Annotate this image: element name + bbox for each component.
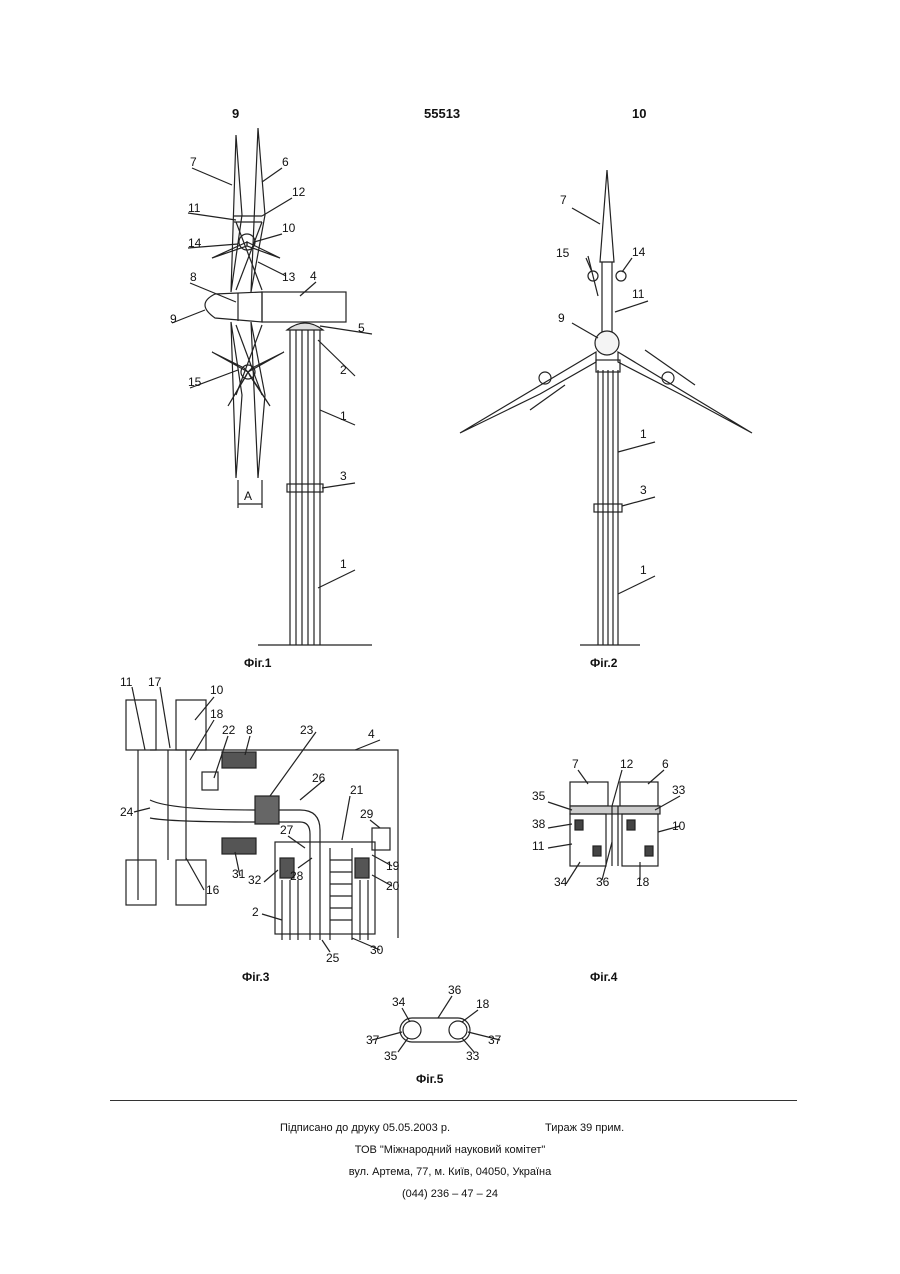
fig1-label-12: 12 — [292, 185, 306, 199]
fig4-label-36: 36 — [596, 875, 610, 889]
fig5-label-33: 33 — [466, 1049, 480, 1063]
fig3-label-26: 26 — [312, 771, 326, 785]
fig3-label-17: 17 — [148, 675, 162, 689]
fig3-label-27: 27 — [280, 823, 294, 837]
fig3-drawing — [126, 687, 398, 952]
fig3-label-19: 19 — [386, 859, 400, 873]
fig1-caption: Фіг.1 — [244, 656, 271, 670]
patent-drawings: 7 6 12 11 10 14 13 4 8 9 5 2 15 1 3 1 A … — [0, 0, 900, 1100]
fig5-label-34: 34 — [392, 995, 406, 1009]
fig1-label-15: 15 — [188, 375, 202, 389]
fig1-label-3: 3 — [340, 469, 347, 483]
fig3-label-24: 24 — [120, 805, 134, 819]
fig4-drawing — [548, 770, 680, 884]
fig3-label-10: 10 — [210, 683, 224, 697]
fig5-label-36: 36 — [448, 983, 462, 997]
fig2-label-9: 9 — [558, 311, 565, 325]
fig1-label-7: 7 — [190, 155, 197, 169]
fig3-label-16: 16 — [206, 883, 220, 897]
fig2-labels: 7 15 14 11 9 1 3 1 — [556, 193, 647, 577]
fig1-label-10: 10 — [282, 221, 296, 235]
fig3-label-25: 25 — [326, 951, 340, 965]
fig5-label-18: 18 — [476, 997, 490, 1011]
fig3-label-30: 30 — [370, 943, 384, 957]
fig2-label-14: 14 — [632, 245, 646, 259]
fig1-label-11: 11 — [188, 201, 201, 215]
fig2-label-7: 7 — [560, 193, 567, 207]
fig5-label-37b: 37 — [488, 1033, 502, 1047]
fig5-label-37a: 37 — [366, 1033, 380, 1047]
fig3-label-32: 32 — [248, 873, 262, 887]
fig3-label-23: 23 — [300, 723, 314, 737]
fig4-label-11: 11 — [532, 839, 545, 853]
footer-divider — [110, 1100, 797, 1101]
footer-phone: (044) 236 – 47 – 24 — [0, 1188, 900, 1200]
footer-signed: Підписано до друку 05.05.2003 р. — [280, 1122, 450, 1134]
fig4-labels: 7 12 6 35 33 38 11 10 34 36 18 — [532, 757, 686, 889]
fig4-caption: Фіг.4 — [590, 970, 617, 984]
fig4-label-35: 35 — [532, 789, 546, 803]
fig3-label-28: 28 — [290, 869, 304, 883]
fig5-labels: 34 36 18 37 37 35 33 — [366, 983, 502, 1063]
fig4-label-33: 33 — [672, 783, 686, 797]
fig1-label-A: A — [244, 489, 252, 503]
fig2-label-1b: 1 — [640, 563, 647, 577]
fig1-label-9: 9 — [170, 312, 177, 326]
fig2-label-3: 3 — [640, 483, 647, 497]
fig4-label-6: 6 — [662, 757, 669, 771]
fig3-label-20: 20 — [386, 879, 400, 893]
fig1-label-1a: 1 — [340, 409, 347, 423]
fig3-label-4: 4 — [368, 727, 375, 741]
fig2-label-1a: 1 — [640, 427, 647, 441]
fig3-label-18: 18 — [210, 707, 224, 721]
fig3-label-21: 21 — [350, 783, 364, 797]
fig4-label-18: 18 — [636, 875, 650, 889]
fig2-label-15: 15 — [556, 246, 570, 260]
fig1-label-5: 5 — [358, 321, 365, 335]
fig4-label-10: 10 — [672, 819, 686, 833]
fig2-caption: Фіг.2 — [590, 656, 617, 670]
fig2-drawing — [460, 170, 752, 645]
fig1-label-14: 14 — [188, 236, 202, 250]
fig1-label-13: 13 — [282, 270, 296, 284]
fig1-label-2: 2 — [340, 363, 347, 377]
fig3-label-22: 22 — [222, 723, 236, 737]
footer-address: вул. Артема, 77, м. Київ, 04050, Україна — [0, 1166, 900, 1178]
fig1-labels: 7 6 12 11 10 14 13 4 8 9 5 2 15 1 3 1 A — [170, 155, 365, 571]
fig4-label-12: 12 — [620, 757, 634, 771]
fig3-label-8: 8 — [246, 723, 253, 737]
fig1-label-8: 8 — [190, 270, 197, 284]
fig4-label-7: 7 — [572, 757, 579, 771]
fig3-caption: Фіг.3 — [242, 970, 269, 984]
fig1-label-6: 6 — [282, 155, 289, 169]
fig3-label-29: 29 — [360, 807, 374, 821]
fig5-caption: Фіг.5 — [416, 1072, 443, 1086]
fig2-label-11: 11 — [632, 287, 645, 301]
fig4-label-38: 38 — [532, 817, 546, 831]
fig5-label-35: 35 — [384, 1049, 398, 1063]
footer-publisher: ТОВ "Міжнародний науковий комітет" — [0, 1144, 900, 1156]
fig4-label-34: 34 — [554, 875, 568, 889]
fig1-label-1b: 1 — [340, 557, 347, 571]
footer-circulation: Тираж 39 прим. — [545, 1122, 624, 1134]
fig3-label-2: 2 — [252, 905, 259, 919]
fig3-label-11: 11 — [120, 675, 133, 689]
fig3-label-31: 31 — [232, 867, 246, 881]
fig1-label-4: 4 — [310, 269, 317, 283]
